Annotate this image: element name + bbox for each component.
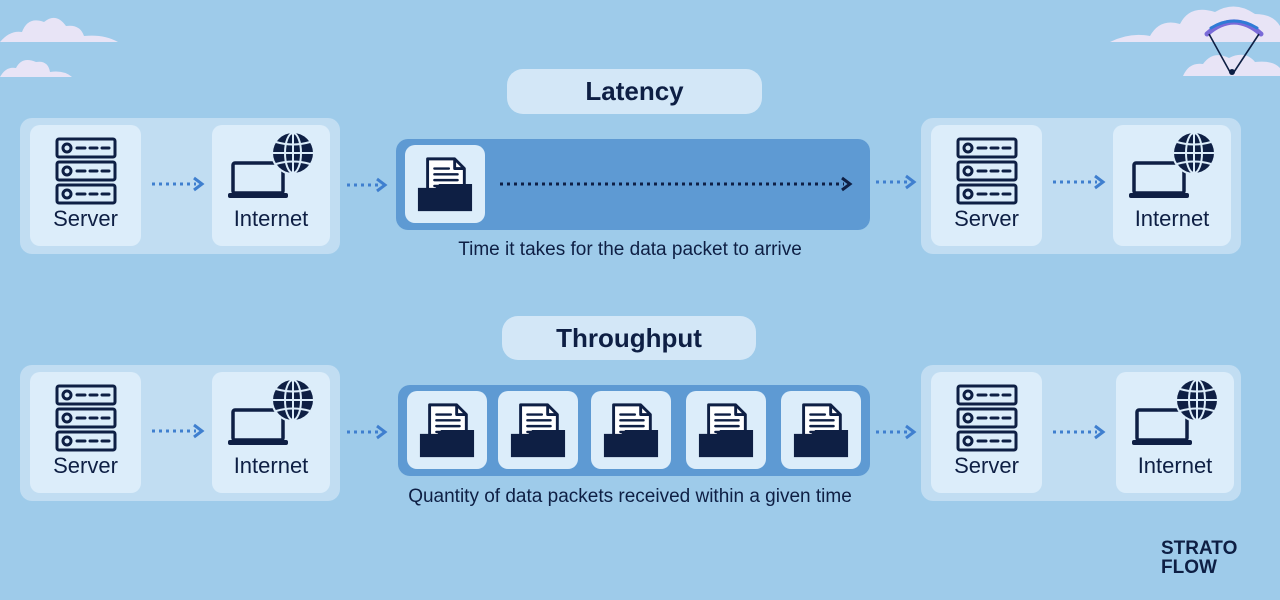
server-icon [956, 137, 1018, 205]
internet-label: Internet [1137, 453, 1213, 478]
latency-caption: Time it takes for the data packet to arr… [458, 239, 802, 260]
long-dotted-arrow [500, 176, 853, 192]
data-packet [781, 391, 861, 469]
dotted-arrow [1053, 424, 1106, 440]
data-packet [407, 391, 487, 469]
internet-card: Internet [1116, 372, 1234, 493]
dotted-arrow [1053, 174, 1106, 190]
dotted-arrow [876, 174, 917, 190]
server-icon [956, 384, 1018, 452]
server-card: Server [30, 372, 141, 493]
cloud-top-right [1110, 6, 1280, 76]
internet-label: Internet [233, 206, 309, 231]
logo-line-2: FLOW [1161, 557, 1217, 578]
internet-card: Internet [1113, 125, 1231, 246]
dotted-arrow [152, 176, 205, 192]
dotted-arrow [347, 177, 388, 193]
data-packet [591, 391, 671, 469]
internet-card: Internet [212, 372, 330, 493]
data-packet [405, 145, 485, 223]
throughput-destination-group: Server Internet [921, 365, 1241, 501]
latency-transit-band [396, 139, 870, 230]
dotted-arrow [876, 424, 917, 440]
logo-line-1: STRATO [1161, 538, 1238, 559]
server-icon [55, 137, 117, 205]
server-label: Server [954, 206, 1019, 231]
server-icon [55, 384, 117, 452]
throughput-title: Throughput [502, 316, 756, 360]
data-packet-icon [416, 155, 474, 213]
server-label: Server [954, 453, 1019, 478]
server-card: Server [30, 125, 141, 246]
data-packet-icon [509, 401, 567, 459]
data-packet-icon [697, 401, 755, 459]
internet-label: Internet [233, 453, 309, 478]
server-label: Server [53, 206, 118, 231]
server-card: Server [931, 125, 1042, 246]
internet-card: Internet [212, 125, 330, 246]
server-label: Server [53, 453, 118, 478]
laptop-globe-icon [1129, 130, 1219, 205]
cloud-top-left [0, 17, 118, 42]
throughput-source-group: Server Internet [20, 365, 340, 501]
data-packet-icon [418, 401, 476, 459]
data-packet-icon [792, 401, 850, 459]
throughput-transit-band [398, 385, 870, 476]
strato-flow-logo: STRATO FLOW [1161, 539, 1237, 577]
server-card: Server [931, 372, 1042, 493]
dotted-arrow [347, 424, 388, 440]
throughput-caption: Quantity of data packets received within… [408, 486, 852, 507]
laptop-globe-icon [228, 377, 318, 452]
latency-destination-group: Server Internet [921, 118, 1241, 254]
latency-source-group: Server Internet [20, 118, 340, 254]
internet-label: Internet [1134, 206, 1210, 231]
parachute-icon [1204, 19, 1264, 75]
data-packet [686, 391, 766, 469]
laptop-globe-icon [1132, 377, 1222, 452]
data-packet [498, 391, 578, 469]
latency-title: Latency [507, 69, 762, 114]
laptop-globe-icon [228, 130, 318, 205]
dotted-arrow [152, 423, 205, 439]
cloud-mid-left [0, 60, 72, 77]
data-packet-icon [602, 401, 660, 459]
